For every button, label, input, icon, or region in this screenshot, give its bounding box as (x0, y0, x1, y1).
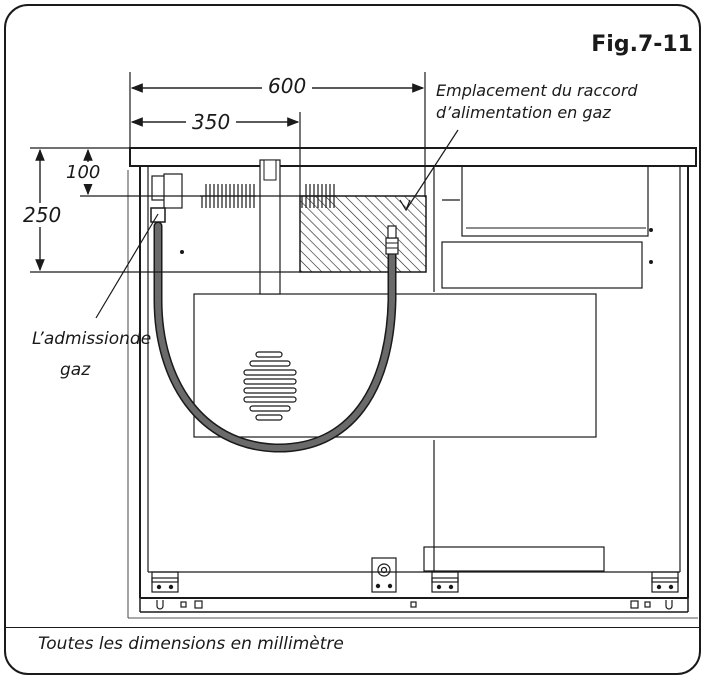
figure-label: Fig.7-11 (591, 32, 693, 57)
gas-inlet-callout-line2: gaz (60, 360, 91, 381)
dimension-350: 350 (186, 112, 237, 132)
gas-hose-core (155, 223, 395, 452)
dimension-100: 100 (64, 162, 103, 184)
gas-connection-callout-line2: d’alimentation en gaz (436, 102, 611, 122)
gas-inlet-callout: L’admissionde gaz (32, 324, 151, 387)
vent-slots-middle (243, 351, 297, 421)
footer-divider (5, 627, 700, 628)
mounting-feet (151, 557, 679, 593)
dimension-250: 250 (21, 203, 64, 227)
base-holes (156, 600, 673, 610)
callout-leaders (95, 129, 459, 319)
gas-connection-callout: Emplacement du raccord d’alimentation en… (436, 80, 638, 123)
gas-connection-callout-line1: Emplacement du raccord (436, 81, 638, 100)
hose-end-fitting (385, 225, 399, 255)
gas-inlet-callout-line1: L’admissionde (32, 329, 152, 349)
figure-frame (4, 4, 701, 675)
dimension-600: 600 (262, 76, 313, 96)
footer-note: Toutes les dimensions en millimètre (38, 634, 344, 654)
